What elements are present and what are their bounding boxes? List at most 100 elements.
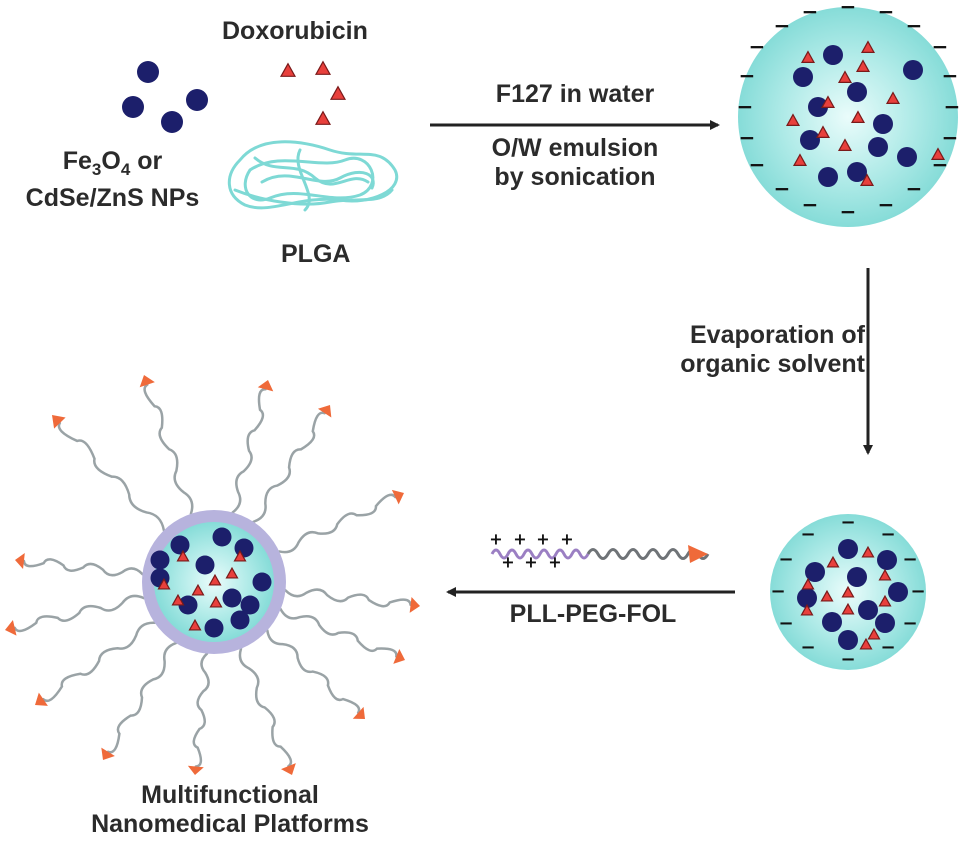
negative-charge: − — [802, 0, 819, 24]
negative-charge: − — [840, 649, 855, 670]
negative-charge: − — [840, 0, 857, 19]
drug-triangle — [314, 110, 332, 125]
nanoparticle-dot — [847, 162, 867, 182]
folate-ligand — [15, 553, 25, 569]
drug-triangle — [930, 147, 946, 160]
nanoparticle-dot — [888, 582, 908, 602]
negative-charge: − — [739, 126, 756, 150]
drug-triangle — [841, 585, 855, 598]
drug-triangle — [800, 603, 814, 616]
negative-charge: − — [800, 637, 815, 658]
negative-charge: − — [942, 126, 959, 150]
drug-triangle — [837, 138, 853, 151]
positive-charge: + — [560, 530, 573, 549]
folate-ligand — [139, 375, 155, 388]
nanoparticle-dot — [897, 147, 917, 167]
folate-head — [688, 545, 708, 563]
nanoparticle-dot — [137, 61, 159, 83]
drug-triangle — [841, 602, 855, 615]
drug-triangle — [801, 577, 815, 590]
negative-charge: − — [878, 0, 895, 24]
drug-triangle — [878, 594, 892, 607]
negative-charge: − — [942, 64, 959, 88]
plga-strand — [243, 156, 375, 202]
nanoparticle-dot — [204, 618, 224, 638]
drug-triangle — [878, 568, 892, 581]
drug-triangle — [820, 95, 836, 109]
drug-triangle — [209, 595, 223, 608]
nanoparticle-dot — [230, 610, 250, 630]
peg-tether — [143, 383, 194, 516]
final-line1: Multifunctional — [141, 781, 319, 809]
doxorubicin-label: Doxorubicin — [222, 17, 368, 45]
plga-strand — [296, 148, 311, 212]
nanoparticle-dot — [873, 114, 893, 134]
negative-charge: − — [880, 637, 895, 658]
doxorubicin-icon — [279, 60, 347, 125]
nanoparticle-dot — [823, 45, 843, 65]
negative-charge: − — [800, 524, 815, 545]
nanoparticle-dot — [805, 562, 825, 582]
folate-ligand — [281, 763, 296, 775]
step1-bottom-line1: O/W emulsion — [491, 134, 659, 162]
negative-charge: − — [944, 95, 961, 119]
peg-tether — [13, 594, 146, 633]
positive-charge: + — [536, 530, 549, 549]
drug-triangle — [208, 573, 222, 586]
nanoparticle-dot — [212, 527, 232, 547]
nanoparticle-dot — [847, 82, 867, 102]
nanoparticle-dot — [252, 572, 272, 592]
negative-charge: − — [778, 549, 793, 570]
negative-charge: − — [749, 153, 766, 177]
pll-segment — [490, 548, 590, 560]
nanoparticle-dot — [195, 555, 215, 575]
peg-tether — [57, 421, 166, 532]
negative-charge: − — [910, 581, 925, 602]
plga-polymer-icon — [227, 140, 399, 212]
drug-triangle — [826, 555, 840, 568]
drug-triangle — [314, 60, 332, 75]
step2-line2: organic solvent — [680, 350, 865, 378]
nanoparticle-dot — [808, 97, 828, 117]
nanoparticle-dot — [150, 550, 170, 570]
negative-charge: − — [802, 193, 819, 217]
drug-triangle — [867, 627, 881, 640]
nanoparticle-dot — [800, 130, 820, 150]
emulsion-droplet: −−−−−−−−−−−−−−−−−−−− — [737, 0, 961, 227]
nanoparticle-label-line2: CdSe/ZnS NPs — [25, 184, 200, 212]
folate-ligand — [352, 706, 365, 719]
pll-peg-fol-icon: +++++++ — [489, 530, 710, 572]
folate-ligand — [52, 415, 66, 429]
negative-charge: − — [840, 512, 855, 533]
negative-charge: − — [739, 64, 756, 88]
negative-charge: − — [774, 177, 791, 201]
negative-charge: − — [770, 581, 785, 602]
drug-triangle — [861, 545, 875, 558]
positive-charge: + — [501, 553, 514, 572]
drug-triangle — [191, 583, 205, 596]
peg-tether — [106, 641, 178, 754]
negative-charge: − — [880, 524, 895, 545]
nanoparticle-dot — [122, 96, 144, 118]
drug-triangle — [157, 577, 171, 590]
nanoparticle-dot — [847, 567, 867, 587]
negative-charge: − — [737, 95, 754, 119]
drug-triangle — [800, 50, 816, 64]
nanoparticle-dot — [170, 535, 190, 555]
negative-charge: − — [902, 613, 917, 634]
drug-triangle — [171, 593, 185, 606]
nanoparticle-dot — [793, 67, 813, 87]
nanoparticle-dot — [797, 588, 817, 608]
multifunctional-platform — [5, 375, 420, 775]
step1-top-label: F127 in water — [495, 80, 655, 108]
drug-triangle — [785, 113, 801, 127]
nanoparticle-dot — [186, 89, 208, 111]
nanoparticle-dot — [822, 612, 842, 632]
positive-charge: + — [524, 553, 537, 572]
drug-triangle — [329, 85, 347, 100]
nanoparticle-icon — [122, 61, 208, 133]
peg-tether — [231, 388, 267, 514]
folate-ligand — [317, 405, 332, 418]
drug-triangle — [855, 59, 871, 73]
